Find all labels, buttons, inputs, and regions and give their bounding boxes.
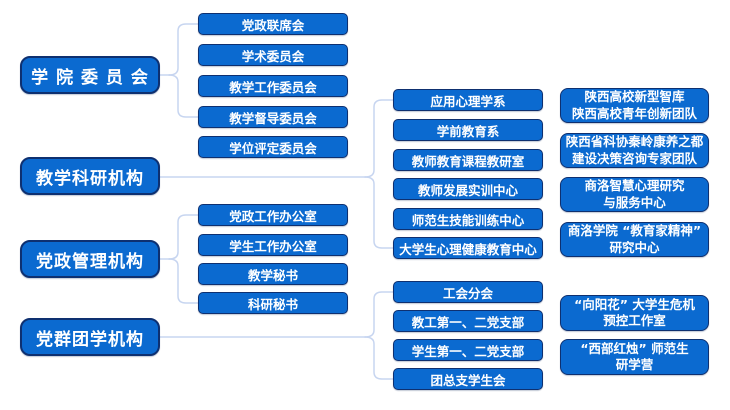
node-party-admin-office: 党政工作办公室 xyxy=(198,204,348,226)
node-teacher-education-curriculum-office: 教师教育课程教研室 xyxy=(393,149,543,171)
node-research-secretary: 科研秘书 xyxy=(198,292,348,314)
node-teaching-secretary: 教学秘书 xyxy=(198,263,348,285)
node-student-mental-health-center: 大学生心理健康教育中心 xyxy=(393,237,543,259)
platform-smart-psychology-center: 商洛智慧心理研究 与服务中心 xyxy=(560,177,709,212)
platform-line1: 陕西高校新型智库 xyxy=(584,89,685,104)
connector-committee-bottom xyxy=(168,74,199,118)
node-league-student-union: 团总支学生会 xyxy=(393,368,543,390)
platform-line2: 预控工作室 xyxy=(603,313,666,328)
node-teaching-research-orgs: 教学科研机构 xyxy=(20,157,160,195)
node-teaching-supervision-committee: 教学督导委员会 xyxy=(198,106,348,128)
node-staff-party-branches: 教工第一、二党支部 xyxy=(393,310,543,332)
platform-line2: 研学营 xyxy=(615,357,654,372)
platform-sunflower-crisis-studio: “向阳花” 大学生危机 预控工作室 xyxy=(560,295,709,331)
node-college-committees: 学 院 委 员 会 xyxy=(20,56,160,94)
node-preschool-education-dept: 学前教育系 xyxy=(393,119,543,141)
platform-line2: 研究中心 xyxy=(609,239,660,255)
platform-qinling-expert-team: 陕西省科协秦岭康养之都 建设决策咨询专家团队 xyxy=(560,133,709,168)
platform-line2: 与服务中心 xyxy=(603,194,666,210)
node-applied-psychology-dept: 应用心理学系 xyxy=(393,89,543,111)
platform-line1: 商洛智慧心理研究 xyxy=(584,178,685,193)
connector-teaching-bottom xyxy=(364,176,394,249)
connector-admin-bottom xyxy=(168,258,199,304)
node-student-party-branches: 学生第一、二党支部 xyxy=(393,339,543,361)
platform-line1: “向阳花” 大学生危机 xyxy=(574,296,695,312)
platform-think-tank: 陕西高校新型智库 陕西高校青年创新团队 xyxy=(560,88,709,123)
node-teacher-development-training-center: 教师发展实训中心 xyxy=(393,178,543,200)
node-party-admin-joint-meeting: 党政联席会 xyxy=(198,13,348,35)
connector-league-bottom xyxy=(364,336,394,380)
platform-line2: 陕西高校青年创新团队 xyxy=(571,105,697,121)
connector-league-top xyxy=(364,291,394,338)
node-party-league-student-orgs: 党群团学机构 xyxy=(20,318,160,356)
platform-educator-spirit-center: 商洛学院 “教育家精神” 研究中心 xyxy=(560,222,709,257)
node-party-admin-orgs: 党政管理机构 xyxy=(20,240,160,278)
node-teaching-work-committee: 教学工作委员会 xyxy=(198,75,348,97)
connector-committee-top xyxy=(168,23,199,76)
platform-western-red-candle-camp: “西部红烛” 师范生 研学营 xyxy=(560,339,709,375)
connector-teaching-top xyxy=(364,99,394,178)
platform-line1: 陕西省科协秦岭康养之都 xyxy=(565,134,704,149)
node-student-work-office: 学生工作办公室 xyxy=(198,234,348,256)
node-labor-union-branch: 工会分会 xyxy=(393,281,543,303)
platform-line1: 商洛学院 “教育家精神” xyxy=(567,223,702,238)
platform-line2: 建设决策咨询专家团队 xyxy=(571,150,697,166)
node-degree-evaluation-committee: 学位评定委员会 xyxy=(198,136,348,158)
node-normal-student-skills-center: 师范生技能训练中心 xyxy=(393,208,543,230)
node-academic-committee: 学术委员会 xyxy=(198,44,348,66)
platform-line1: “西部红烛” 师范生 xyxy=(580,340,689,356)
connector-admin-top xyxy=(168,214,199,260)
